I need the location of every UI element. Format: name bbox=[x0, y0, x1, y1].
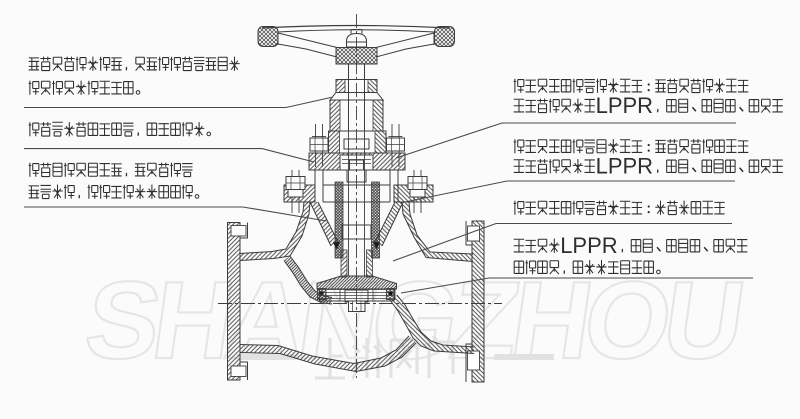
svg-text:LPPR: LPPR bbox=[596, 154, 653, 179]
svg-text:LPPR: LPPR bbox=[596, 93, 653, 118]
svg-text:LPPR: LPPR bbox=[560, 233, 617, 258]
